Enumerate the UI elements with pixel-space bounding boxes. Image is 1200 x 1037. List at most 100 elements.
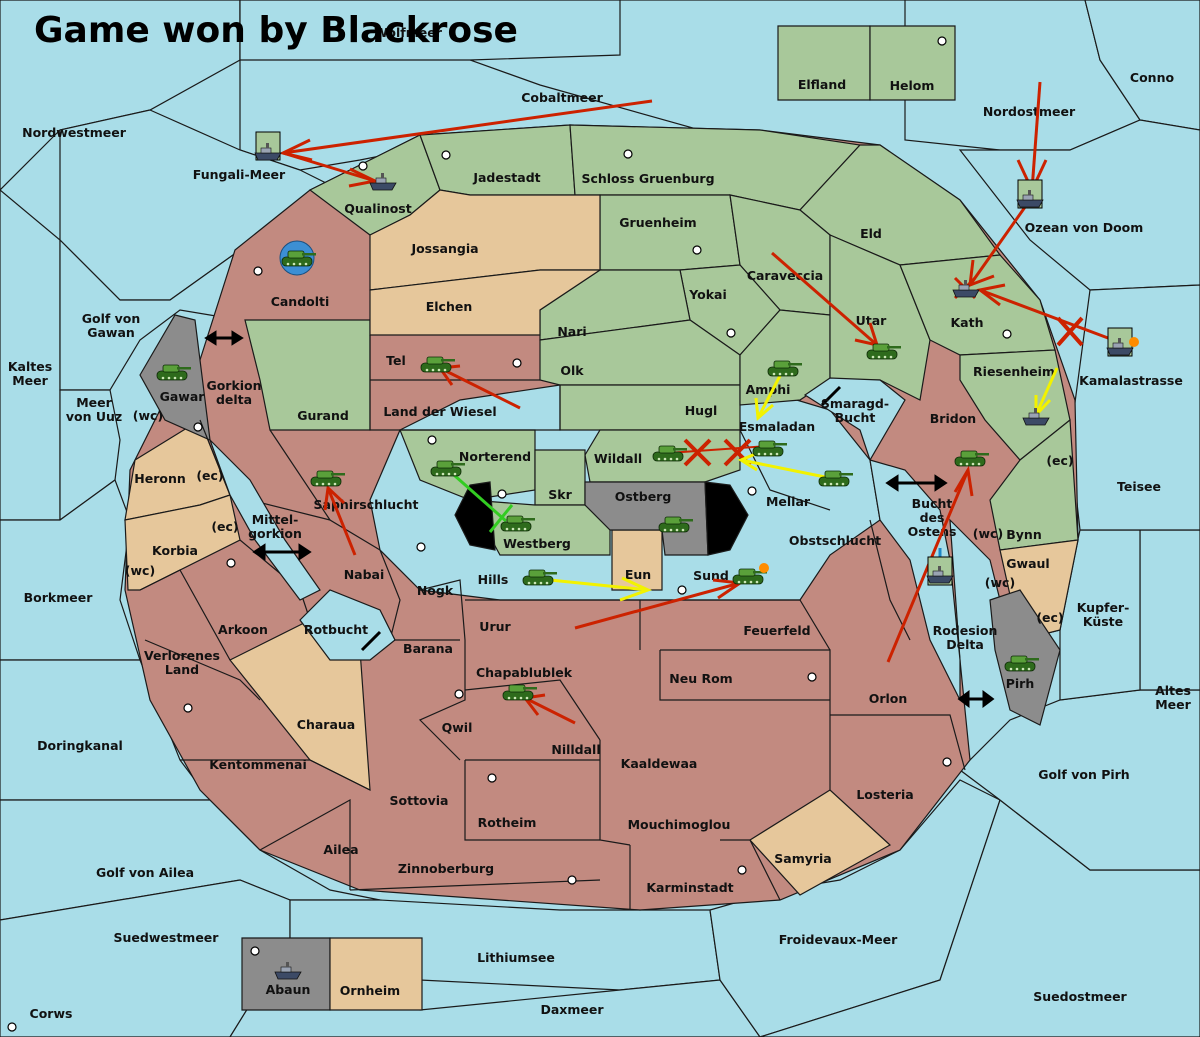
prov-label-kath: Kath bbox=[951, 315, 984, 330]
sea-label-kamalastrasse: Kamalastrasse bbox=[1079, 373, 1183, 388]
prov-label-riesenheim: Riesenheim bbox=[973, 364, 1055, 379]
prov-label-charaua: Charaua bbox=[297, 717, 355, 732]
coast-tag-ec: (ec) bbox=[196, 468, 223, 483]
prov-label-hills: Hills bbox=[478, 572, 509, 587]
sea-label-rotbucht: Rotbucht bbox=[304, 622, 368, 637]
prov-label-caraveccia: Caraveccia bbox=[747, 268, 823, 283]
prov-label-gwaul: Gwaul bbox=[1006, 556, 1049, 571]
prov-label-nabai: Nabai bbox=[344, 567, 385, 582]
sea-label-nordostmeer: Nordostmeer bbox=[983, 104, 1076, 119]
prov-label-mellar: Mellar bbox=[766, 494, 811, 509]
prov-label-eld: Eld bbox=[860, 226, 882, 241]
supply-centers bbox=[7, 36, 1012, 1032]
prov-label-kaaldewaa: Kaaldewaa bbox=[621, 756, 698, 771]
sea-label-smaragdbucht: Smaragd-Bucht bbox=[821, 396, 889, 425]
prov-label-landwiesel: Land der Wiesel bbox=[383, 404, 496, 419]
prov-label-bridon: Bridon bbox=[930, 411, 976, 426]
sea-label-golfpirh: Golf von Pirh bbox=[1038, 767, 1129, 782]
prov-label-saphir: Saphirschlucht bbox=[314, 497, 419, 512]
prov-label-esmaladan: Esmaladan bbox=[739, 419, 815, 434]
prov-label-losteria: Losteria bbox=[856, 787, 913, 802]
coast-tag-wc: (wc) bbox=[125, 563, 155, 578]
prov-label-samyria: Samyria bbox=[774, 851, 832, 866]
prov-label-barana: Barana bbox=[403, 641, 453, 656]
sea-label-daxmeer: Daxmeer bbox=[540, 1002, 604, 1017]
prov-label-korbia: Korbia bbox=[152, 543, 198, 558]
orders bbox=[278, 81, 1109, 725]
prov-label-neurom: Neu Rom bbox=[669, 671, 732, 686]
prov-label-skr: Skr bbox=[548, 487, 572, 502]
prov-ornheim[interactable] bbox=[329, 937, 423, 1011]
prov-label-orlon: Orlon bbox=[869, 691, 908, 706]
prov-label-candolti: Candolti bbox=[271, 294, 330, 309]
prov-label-olk: Olk bbox=[560, 363, 584, 378]
prov-label-hugl: Hugl bbox=[685, 403, 718, 418]
prov-label-karminstadt: Karminstadt bbox=[646, 880, 733, 895]
region-labels: NordwestmeerCobaltmeerWolfmeerNordostmee… bbox=[8, 25, 1192, 1021]
prov-label-zinnoberburg: Zinnoberburg bbox=[398, 861, 494, 876]
prov-charaua[interactable] bbox=[229, 619, 371, 792]
prov-label-qualinost: Qualinost bbox=[344, 201, 411, 216]
sea-label-suedwestmeer: Suedwestmeer bbox=[114, 930, 220, 945]
prov-label-heronn: Heronn bbox=[134, 471, 186, 486]
prov-label-nogk: Nogk bbox=[417, 583, 454, 598]
sea-label-fungali: Fungali-Meer bbox=[193, 167, 286, 182]
prov-label-sottovia: Sottovia bbox=[390, 793, 449, 808]
sea-label-doringkanal: Doringkanal bbox=[37, 738, 123, 753]
sea-label-corws: Corws bbox=[30, 1006, 73, 1021]
prov-label-qwil: Qwil bbox=[442, 720, 473, 735]
coast-tag-ec: (ec) bbox=[1036, 610, 1063, 625]
prov-label-feuerfeld: Feuerfeld bbox=[743, 623, 810, 638]
coast-tag-ec: (ec) bbox=[1046, 453, 1073, 468]
prov-label-urur: Urur bbox=[479, 619, 511, 634]
coast-tag-ec: (ec) bbox=[211, 519, 238, 534]
prov-label-utar: Utar bbox=[856, 313, 888, 328]
prov-label-chapablublek: Chapablublek bbox=[476, 665, 573, 680]
prov-label-schloss: Schloss Gruenburg bbox=[581, 171, 714, 186]
sea-label-conno: Conno bbox=[1130, 70, 1175, 85]
sea-label-teisee: Teisee bbox=[1117, 479, 1161, 494]
prov-label-sund: Sund bbox=[693, 568, 729, 583]
sea-label-borkmeer: Borkmeer bbox=[24, 590, 94, 605]
sea-label-lithiumsee: Lithiumsee bbox=[477, 950, 555, 965]
prov-label-elfland: Elfland bbox=[798, 77, 846, 92]
sea-label-ozean: Ozean von Doom bbox=[1025, 220, 1144, 235]
land-regions bbox=[124, 25, 1079, 1011]
prov-label-eun: Eun bbox=[625, 567, 651, 582]
sea-label-froidevaux: Froidevaux-Meer bbox=[779, 932, 898, 947]
prov-label-bynn: Bynn bbox=[1006, 527, 1041, 542]
prov-label-nilldall: Nilldall bbox=[551, 742, 600, 757]
units bbox=[156, 131, 1139, 980]
prov-label-arkoon: Arkoon bbox=[218, 622, 268, 637]
prov-label-mouchimoglou: Mouchimoglou bbox=[628, 817, 731, 832]
prov-label-jadestadt: Jadestadt bbox=[472, 170, 540, 185]
prov-samyria[interactable] bbox=[749, 789, 892, 896]
prov-label-gruenheim: Gruenheim bbox=[619, 215, 696, 230]
prov-label-norterend: Norterend bbox=[459, 449, 531, 464]
sea-label-nordwestmeer: Nordwestmeer bbox=[22, 125, 127, 140]
sea-wolfmeer[interactable] bbox=[239, 0, 621, 61]
coast-tag-wc: (wc) bbox=[985, 575, 1015, 590]
prov-label-ostberg: Ostberg bbox=[615, 489, 672, 504]
sea-kaltes[interactable] bbox=[0, 189, 61, 521]
prov-gruenheim[interactable] bbox=[599, 194, 741, 271]
prov-label-ornheim: Ornheim bbox=[340, 983, 400, 998]
prov-label-gawar: Gawar bbox=[160, 389, 206, 404]
prov-label-amphi: Amphi bbox=[746, 382, 791, 397]
sea-altesmeer[interactable] bbox=[1139, 529, 1200, 691]
prov-gurand[interactable] bbox=[244, 319, 371, 431]
prov-label-wildall: Wildall bbox=[594, 451, 642, 466]
strait-markers bbox=[204, 330, 995, 708]
sea-uuz[interactable] bbox=[59, 389, 121, 522]
lake-west-end bbox=[454, 481, 496, 551]
prov-label-westberg: Westberg bbox=[503, 536, 571, 551]
prov-label-obstschlucht: Obstschlucht bbox=[789, 533, 881, 548]
sea-label-kupferkueste: Kupfer-Küste bbox=[1077, 600, 1130, 629]
page-title: Game won by Blackrose bbox=[34, 10, 518, 51]
prov-helom[interactable] bbox=[869, 25, 956, 101]
